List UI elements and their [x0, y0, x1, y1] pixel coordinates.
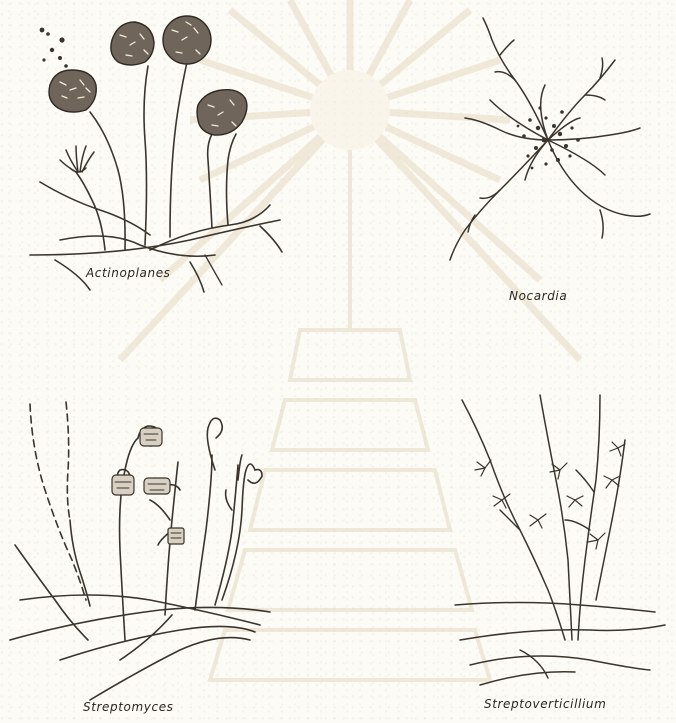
label-nocardia: Nocardia: [509, 289, 567, 303]
label-streptoverticillium: Streptoverticillium: [484, 697, 606, 711]
actinoplanes-drawing: [30, 16, 282, 292]
label-actinoplanes: Actinoplanes: [86, 266, 171, 280]
label-streptomyces: Streptomyces: [83, 700, 174, 714]
sunburst-emblem-watermark: [120, 0, 580, 680]
streptoverticillium-drawing: [455, 395, 665, 685]
streptomyces-drawing: [10, 402, 270, 700]
